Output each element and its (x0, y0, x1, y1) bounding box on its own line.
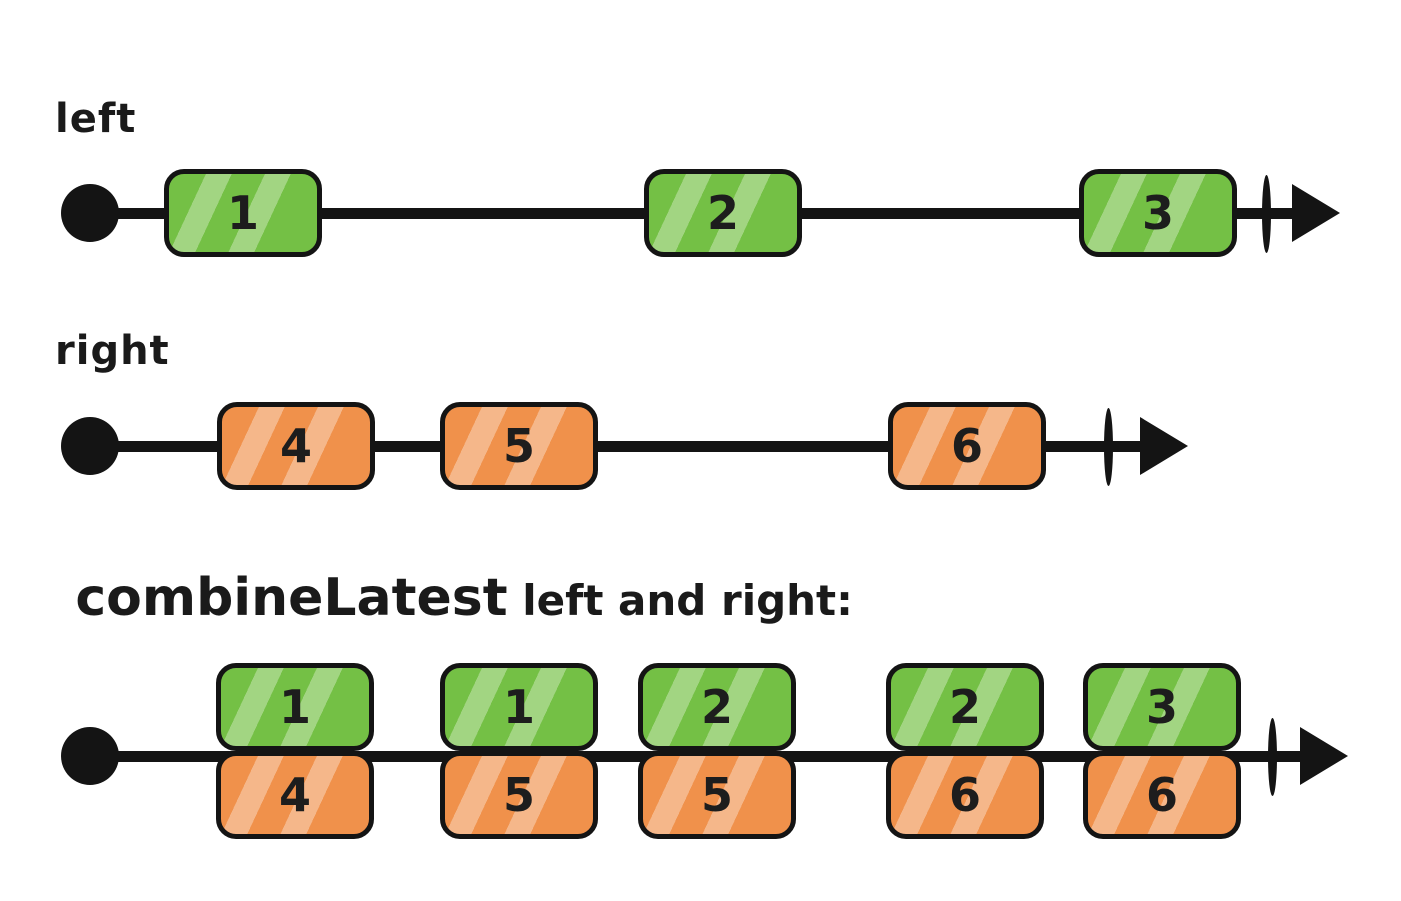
marble-left-3: 3 (1079, 169, 1237, 257)
marble-value: 1 (278, 680, 311, 734)
result-timeline-tick (1268, 718, 1277, 796)
marble-value: 3 (1145, 680, 1178, 734)
marble-value: 6 (950, 419, 983, 473)
marble-value: 1 (502, 680, 535, 734)
marble-value: 5 (502, 419, 535, 473)
marble-value: 3 (1141, 186, 1174, 240)
marble-left-1: 1 (164, 169, 322, 257)
result-timeline-origin-dot (61, 727, 119, 785)
right-stream-label: right (55, 328, 170, 374)
marble-value: 4 (279, 419, 312, 473)
result-pair-5-right-marble: 6 (1083, 751, 1241, 839)
marble-right-6: 6 (888, 402, 1046, 490)
marble-value: 5 (700, 768, 733, 822)
marble-value: 1 (226, 186, 259, 240)
result-pair-3-left-marble: 2 (638, 663, 796, 751)
result-pair-2-left-marble: 1 (440, 663, 598, 751)
marble-right-4: 4 (217, 402, 375, 490)
operator-description: left and right: (507, 576, 853, 625)
result-timeline-arrowhead-icon (1300, 727, 1348, 785)
result-pair-1-right-marble: 4 (216, 751, 374, 839)
result-pair-4-right-marble: 6 (886, 751, 1044, 839)
marble-value: 2 (948, 680, 981, 734)
result-pair-3-right-marble: 5 (638, 751, 796, 839)
operator-name: combineLatest (75, 568, 508, 628)
marble-value: 2 (706, 186, 739, 240)
result-pair-4-left-marble: 2 (886, 663, 1044, 751)
right-timeline-tick (1104, 408, 1113, 486)
right-timeline-origin-dot (61, 417, 119, 475)
marble-value: 6 (948, 768, 981, 822)
marble-right-5: 5 (440, 402, 598, 490)
marble-value: 2 (700, 680, 733, 734)
left-timeline-origin-dot (61, 184, 119, 242)
marble-value: 5 (502, 768, 535, 822)
right-timeline-arrowhead-icon (1140, 417, 1188, 475)
operator-label: combineLatest left and right: (55, 549, 853, 647)
left-timeline-tick (1262, 175, 1271, 253)
right-timeline-line (89, 441, 1151, 452)
result-pair-5-left-marble: 3 (1083, 663, 1241, 751)
result-pair-2-right-marble: 5 (440, 751, 598, 839)
left-timeline-arrowhead-icon (1292, 184, 1340, 242)
marble-value: 4 (278, 768, 311, 822)
marble-value: 6 (1145, 768, 1178, 822)
marble-left-2: 2 (644, 169, 802, 257)
left-stream-label: left (55, 96, 137, 142)
result-pair-1-left-marble: 1 (216, 663, 374, 751)
